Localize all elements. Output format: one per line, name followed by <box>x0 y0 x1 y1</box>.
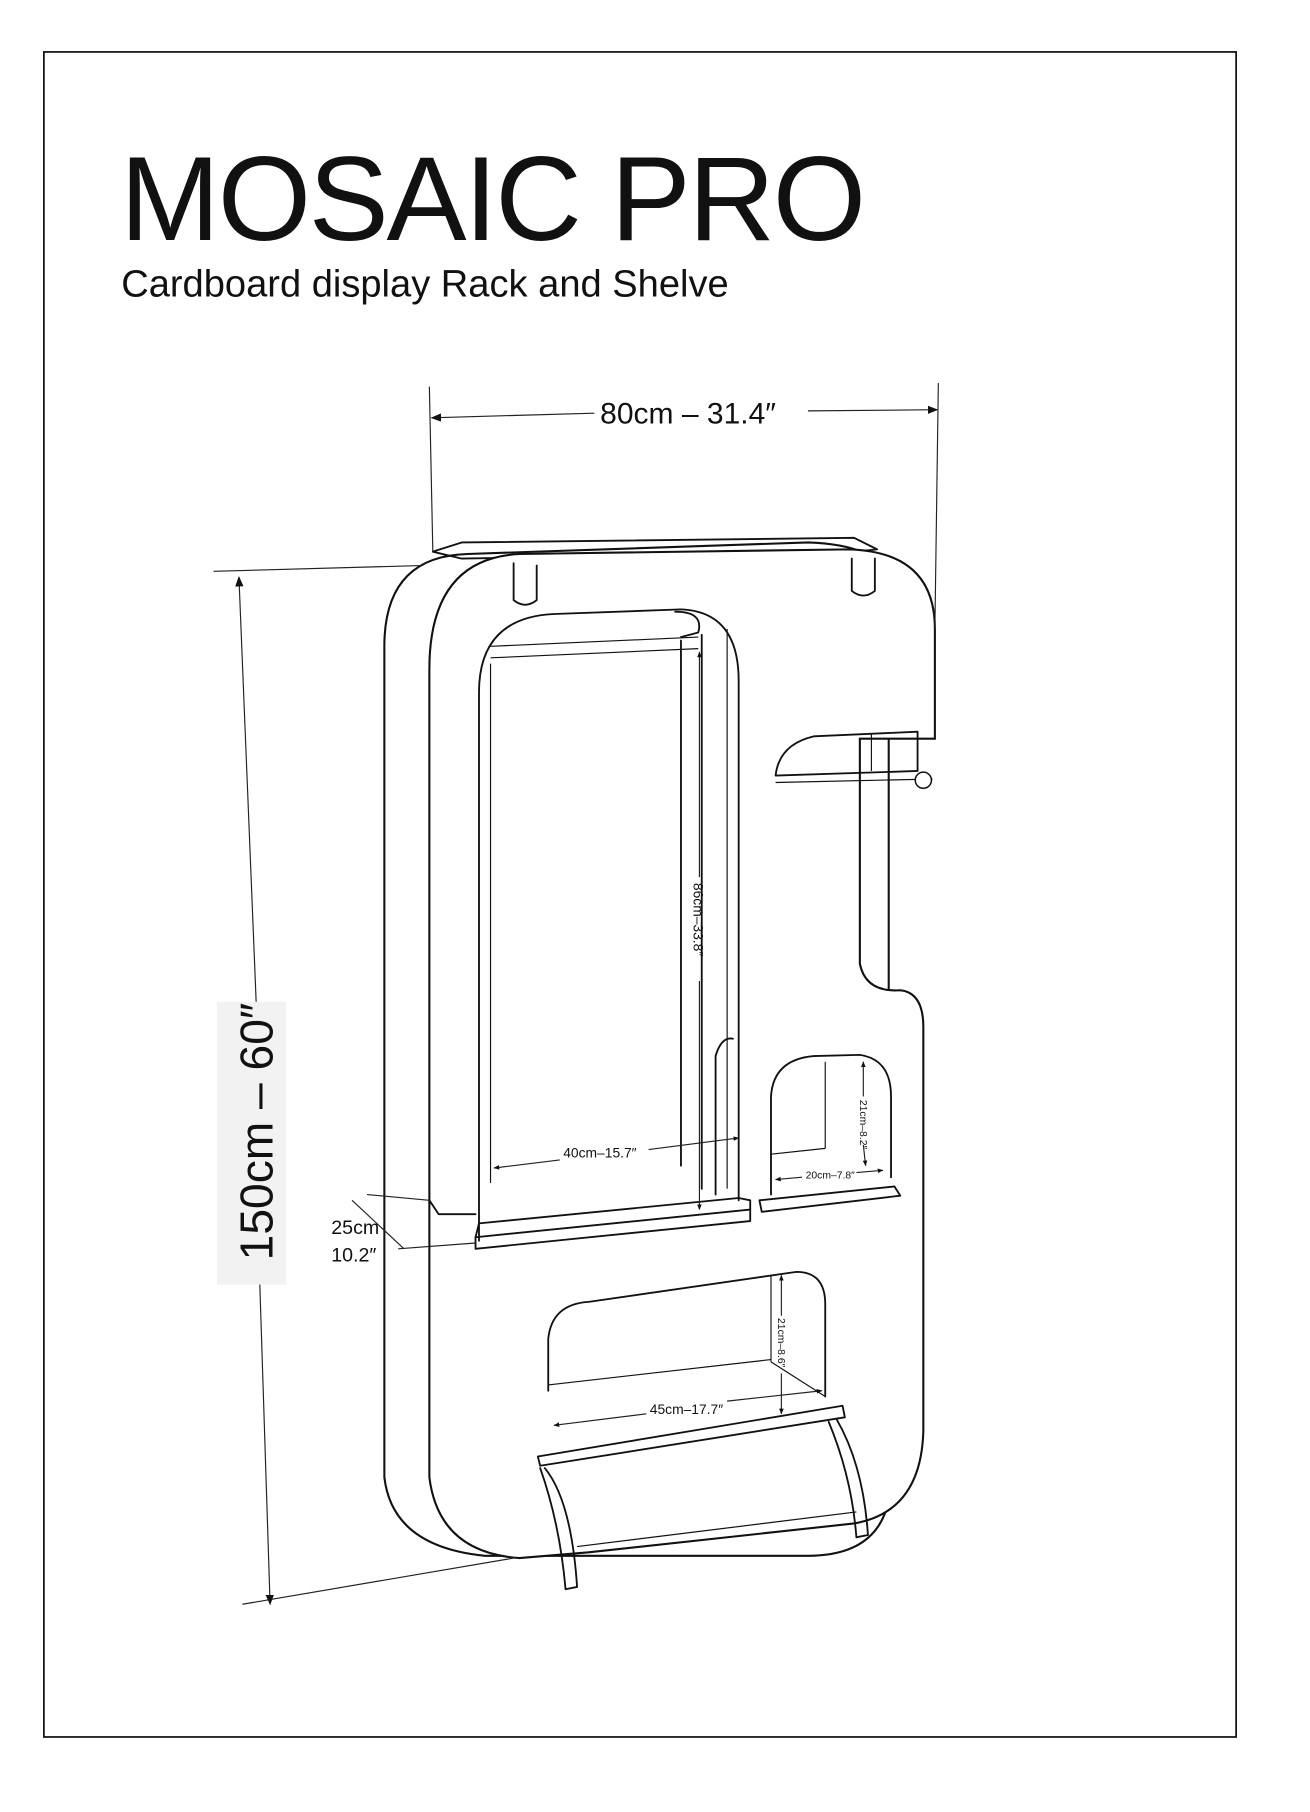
side-shelf-top <box>774 730 919 777</box>
small-shelf-height-label: 21cm–8.2″ <box>857 1100 868 1150</box>
product-subtitle: Cardboard display Rack and Shelve <box>121 264 728 306</box>
small-shelf-width-label: 20cm–7.8″ <box>806 1170 856 1181</box>
bottom-width-label: 45cm–17.7″ <box>650 1401 723 1417</box>
inner-width-label: 40cm–15.7″ <box>563 1145 636 1161</box>
product-title: MOSAIC PRO <box>120 132 864 266</box>
depth-in-label: 10.2″ <box>331 1244 376 1266</box>
main-opening <box>478 608 740 1242</box>
small-opening <box>770 1053 892 1196</box>
bottom-height-label: 21cm–8.6″ <box>775 1318 786 1368</box>
dimension-annotations: 80cm – 31.4″ 150cm – 60″ 86cm–33.8″ 40cm… <box>213 383 939 1606</box>
middle-shelf-left <box>474 1197 752 1239</box>
height-label: 150cm – 60″ <box>230 1003 282 1261</box>
rack-illustration <box>383 536 936 1591</box>
page-border <box>43 51 1237 1738</box>
clip-right <box>850 557 876 597</box>
front-panel <box>428 548 936 1560</box>
width-label: 80cm – 31.4″ <box>600 398 776 431</box>
bottom-step <box>536 1404 846 1467</box>
bottom-opening <box>547 1270 827 1398</box>
step-leg-left <box>539 1467 579 1591</box>
middle-shelf-right <box>758 1185 902 1213</box>
clip-left <box>512 562 538 606</box>
top-rail <box>431 536 879 560</box>
step-leg-right <box>827 1418 869 1539</box>
depth-cm-label: 25cm <box>331 1217 379 1239</box>
shelf-peg <box>914 771 933 790</box>
inner-height-label: 86cm–33.8″ <box>691 883 707 956</box>
